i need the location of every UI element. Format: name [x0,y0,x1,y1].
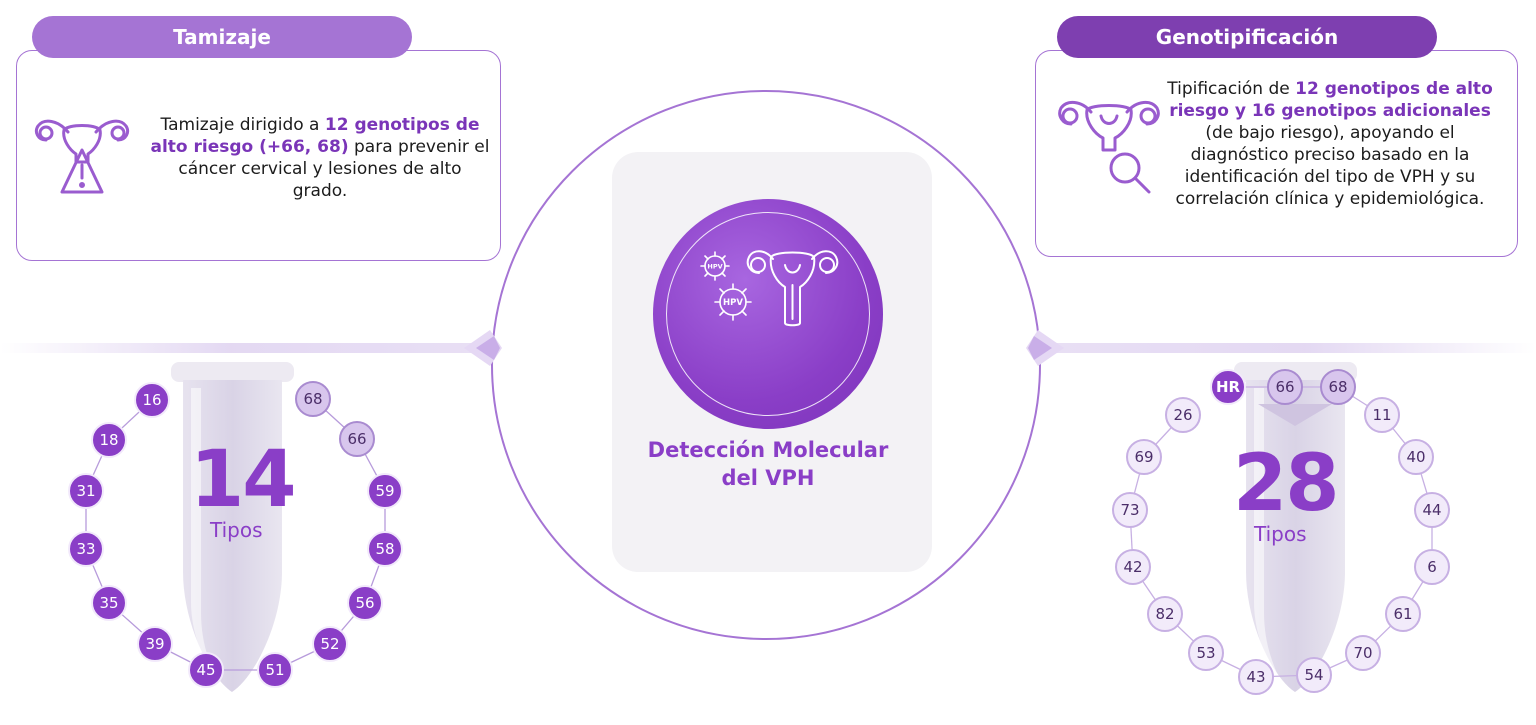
arrow-right-icon [1026,330,1064,366]
center-title: Detección Molecular del VPH [647,438,889,490]
tamizaje-text-highlight: 12 genotipos de alto riesgo (+66, 68) [150,115,480,157]
genotype-node: 68 [1320,369,1356,405]
uterus-icon [746,250,839,327]
genotype-node: 70 [1345,635,1381,671]
left-test-tube [171,362,294,692]
genotype-node: 66 [339,421,375,457]
right-count: 28 [1233,439,1340,529]
hpv-virus-icon: HPV HPV [700,251,752,321]
genotype-node: 54 [1296,657,1332,693]
genotype-node: 31 [68,473,104,509]
left-count-label: Tipos [210,518,263,542]
genotype-node: 6 [1414,549,1450,585]
right-count-label: Tipos [1254,522,1307,546]
genotype-node: 44 [1414,492,1450,528]
genotype-node: 45 [188,652,224,688]
genotipificacion-description: Tipificación de 12 genotipos de alto rie… [1160,78,1500,210]
tamizaje-text-post: para prevenir el cáncer cervical y lesio… [178,137,490,201]
genotype-node: 42 [1115,549,1151,585]
genotype-node: 82 [1147,596,1183,632]
genotipificacion-text-pre: Tipificación de [1167,79,1296,99]
genotype-node: 16 [134,382,170,418]
genotype-node: 39 [137,626,173,662]
tamizaje-description: Tamizaje dirigido a 12 genotipos de alto… [150,114,490,202]
genotype-node: 69 [1126,439,1162,475]
genotype-node: 18 [91,422,127,458]
genotype-node: 40 [1398,439,1434,475]
genotype-node: 51 [257,652,293,688]
genotype-node: 58 [367,531,403,567]
genotype-node: 56 [347,585,383,621]
genotype-node: 43 [1238,659,1274,695]
left-count: 14 [190,435,297,525]
genotype-node: 33 [68,531,104,567]
tamizaje-card [16,50,501,261]
genotipificacion-text-highlight: 12 genotipos de alto riesgo y 16 genotip… [1169,79,1493,121]
uterus-magnifier-icon [1058,101,1160,194]
genotipificacion-pill: Genotipificación [1057,16,1437,58]
genotype-node: 68 [295,381,331,417]
genotipificacion-text-post: (de bajo riesgo), apoyando el diagnóstic… [1175,123,1485,209]
genotype-node: 59 [367,473,403,509]
center-ring [666,212,870,416]
genotype-node: 66 [1267,369,1303,405]
uterus-warning-icon [34,119,130,194]
genotype-node: 73 [1112,492,1148,528]
genotype-node: 11 [1364,397,1400,433]
genotipificacion-card [1035,50,1518,257]
tamizaje-text-pre: Tamizaje dirigido a [160,115,325,135]
genotype-node: 61 [1385,596,1421,632]
tamizaje-pill: Tamizaje [32,16,412,58]
genotype-node: 35 [91,585,127,621]
genotype-node: 53 [1188,635,1224,671]
genotype-node: HR [1210,369,1246,405]
genotype-node: 52 [312,626,348,662]
arrow-left-icon [464,330,502,366]
hpv-label-small: HPV [707,263,722,271]
genotype-node: 26 [1165,397,1201,433]
hpv-label-large: HPV [723,298,743,308]
